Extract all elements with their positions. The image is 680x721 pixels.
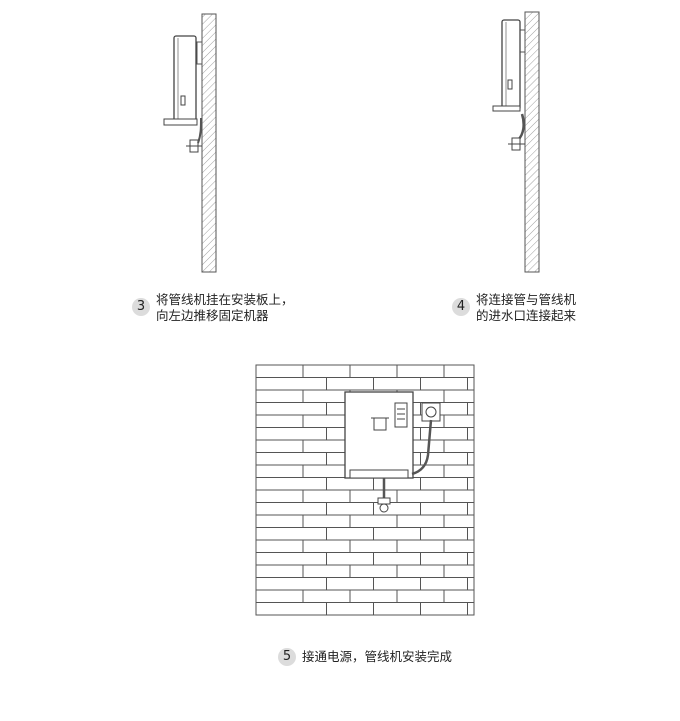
- instruction-line: 将连接管与管线机: [476, 292, 577, 307]
- water-outlet: [373, 417, 387, 431]
- step-number-badge: 4: [452, 298, 470, 316]
- control-panel: [394, 402, 408, 428]
- power-cord: [411, 419, 433, 476]
- inlet-valve: [377, 497, 391, 505]
- step-instruction: 将管线机挂在安装板上， 向左边推移固定机器: [156, 292, 294, 324]
- mounting-plate: [196, 41, 203, 65]
- step-3-caption: 3 将管线机挂在安装板上， 向左边推移固定机器: [132, 292, 294, 324]
- step4-illustration: [492, 11, 540, 273]
- instruction-line: 的进水口连接起来: [476, 308, 577, 323]
- front-display: [507, 79, 513, 90]
- base-bracket: [163, 118, 198, 126]
- base-bracket: [492, 105, 521, 112]
- step-5-caption: 5 接通电源，管线机安装完成: [278, 648, 452, 666]
- instruction-line: 将管线机挂在安装板上，: [156, 292, 294, 307]
- step5-illustration: [255, 364, 475, 616]
- step3-illustration: [163, 13, 217, 273]
- instruction-line: 接通电源，管线机安装完成: [302, 649, 453, 664]
- wall-section: [524, 11, 540, 273]
- drip-tray: [349, 469, 409, 479]
- mounting-plate: [519, 29, 526, 53]
- step-instruction: 接通电源，管线机安装完成: [302, 648, 452, 666]
- connecting-pipe: [517, 113, 525, 141]
- wall-section: [201, 13, 217, 273]
- instruction-line: 向左边推移固定机器: [156, 308, 269, 323]
- machine-body: [501, 19, 521, 111]
- step-number-badge: 5: [278, 648, 296, 666]
- step-instruction: 将连接管与管线机 的进水口连接起来: [476, 292, 576, 324]
- step-4-caption: 4 将连接管与管线机 的进水口连接起来: [452, 292, 576, 324]
- machine-body: [173, 35, 197, 125]
- connecting-pipe: [197, 117, 202, 144]
- front-display: [180, 95, 186, 106]
- step-number-badge: 3: [132, 298, 150, 316]
